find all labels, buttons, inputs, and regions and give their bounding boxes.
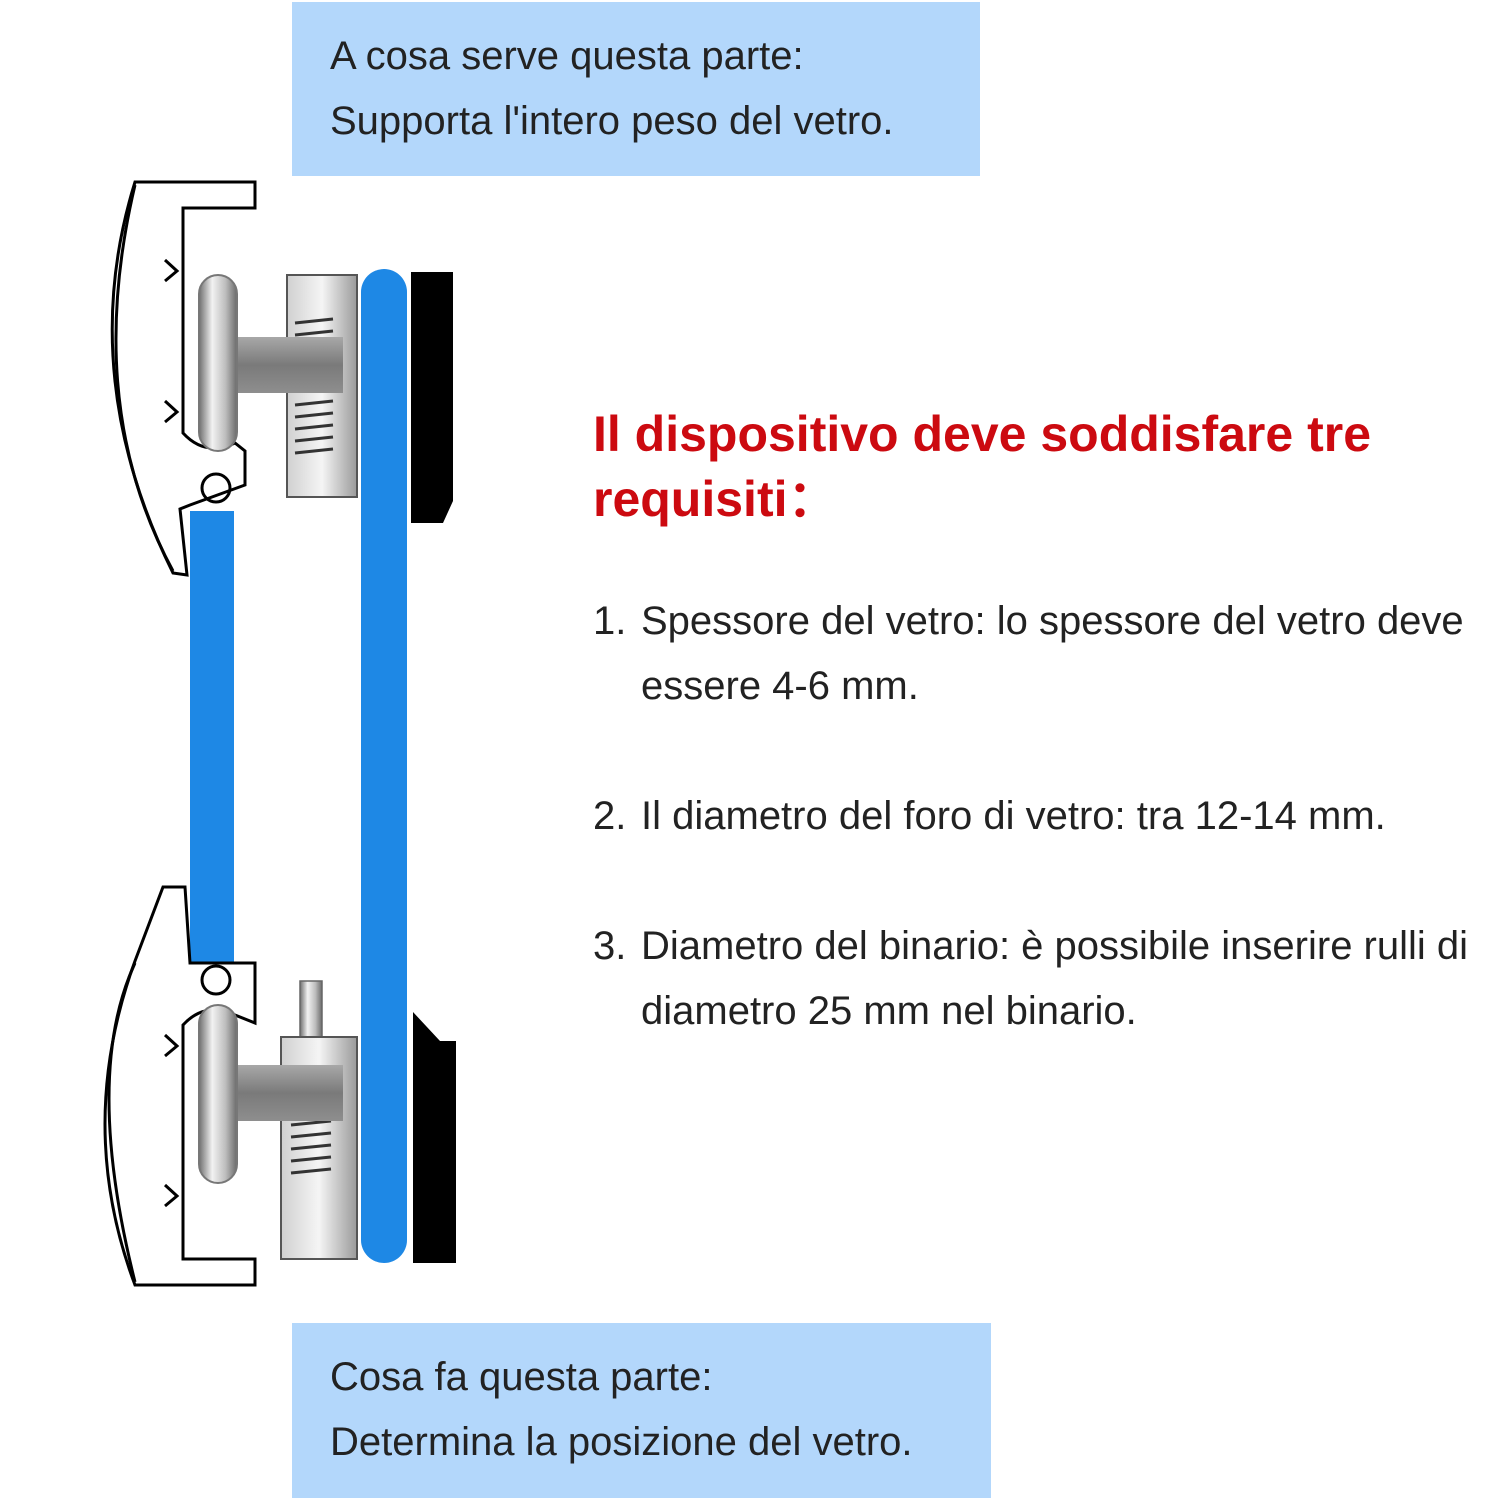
requirement-item: 1. Spessore del vetro: lo spessore del v… xyxy=(593,589,1473,719)
requirement-text: Spessore del vetro: lo spessore del vetr… xyxy=(641,599,1464,708)
glass-fitting-diagram xyxy=(103,180,456,1287)
bracket-top xyxy=(110,180,257,577)
top-callout-line2: Supporta l'intero peso del vetro. xyxy=(330,99,894,143)
top-callout-line1: A cosa serve questa parte: xyxy=(330,34,804,78)
rail-bottom xyxy=(413,1012,456,1263)
glass-panel-right xyxy=(361,269,407,1263)
glass-panel-left xyxy=(190,511,234,963)
requirement-item: 3. Diametro del binario: è possibile ins… xyxy=(593,914,1473,1044)
requirement-number: 3. xyxy=(593,924,627,968)
requirements-title: Il dispositivo deve soddisfare tre requi… xyxy=(593,406,1372,527)
requirement-number: 1. xyxy=(593,599,627,643)
rail-top xyxy=(411,272,453,523)
bottom-callout-line1: Cosa fa questa parte: xyxy=(330,1355,713,1399)
requirement-text: Il diametro del foro di vetro: tra 12-14… xyxy=(641,794,1386,838)
requirements-list: 1. Spessore del vetro: lo spessore del v… xyxy=(593,589,1473,1044)
clamp-bottom xyxy=(198,980,358,1260)
clamp-top xyxy=(198,274,358,498)
top-callout: A cosa serve questa parte: Supporta l'in… xyxy=(292,2,980,176)
requirement-item: 2. Il diametro del foro di vetro: tra 12… xyxy=(593,784,1473,849)
bottom-callout-line2: Determina la posizione del vetro. xyxy=(330,1420,913,1464)
requirement-number: 2. xyxy=(593,794,627,838)
bracket-bottom xyxy=(103,885,257,1287)
bottom-callout: Cosa fa questa parte: Determina la posiz… xyxy=(292,1323,991,1498)
requirement-text: Diametro del binario: è possibile inseri… xyxy=(641,924,1469,1033)
